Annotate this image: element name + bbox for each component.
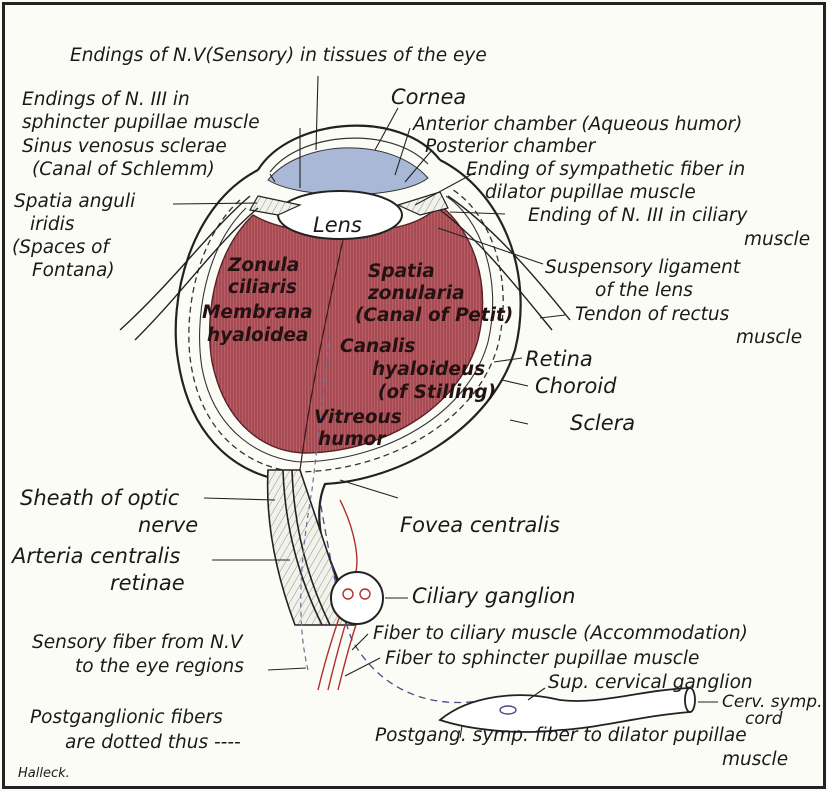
- label-vitreous-line1: Vitreous: [314, 408, 402, 428]
- label-canalis-line2: hyaloideus: [372, 360, 485, 380]
- label-fiber-ciliary: Fiber to ciliary muscle (Accommodation): [373, 624, 748, 644]
- label-anterior-chamber: Anterior chamber (Aqueous humor): [413, 115, 742, 135]
- label-canalis-line3: (of Stilling): [378, 383, 496, 403]
- label-sinus-line2: (Canal of Schlemm): [32, 160, 215, 180]
- label-sclera: Sclera: [570, 412, 635, 435]
- label-spatia-line4: Fontana): [32, 261, 115, 281]
- label-sup-cervical: Sup. cervical ganglion: [548, 673, 753, 693]
- label-suspensory-line1: Suspensory ligament: [545, 258, 740, 278]
- label-postgang-line1: Postgang. symp. fiber to dilator pupilla…: [375, 726, 747, 746]
- label-fiber-sphincter: Fiber to sphincter pupillae muscle: [385, 649, 699, 669]
- label-tendon-line1: Tendon of rectus: [575, 305, 729, 325]
- label-ciliary-ganglion: Ciliary ganglion: [412, 585, 575, 608]
- label-lens: Lens: [313, 214, 362, 237]
- label-sheath-line1: Sheath of optic: [20, 487, 179, 510]
- label-sympathetic-line1: Ending of sympathetic fiber in: [466, 160, 745, 180]
- label-sensory-line2: to the eye regions: [75, 657, 244, 677]
- label-choroid: Choroid: [535, 375, 616, 398]
- label-postgang-note-line1: Postganglionic fibers: [30, 708, 223, 728]
- label-arteria-line1: Arteria centralis: [12, 545, 180, 568]
- label-ciliary-ending-line1: Ending of N. III in ciliary: [528, 206, 747, 226]
- label-sensory-line1: Sensory fiber from N.V: [32, 633, 243, 653]
- artist-signature: Halleck.: [18, 764, 70, 784]
- label-suspensory-line2: of the lens: [595, 281, 693, 301]
- label-zonula-line2: ciliaris: [228, 278, 297, 298]
- label-zonula-line1: Zonula: [228, 256, 299, 276]
- label-endings-n3-line2: sphincter pupillae muscle: [22, 113, 260, 133]
- label-vitreous-line2: humor: [318, 430, 385, 450]
- label-membrana-line2: hyaloidea: [207, 326, 308, 346]
- label-canalis-line1: Canalis: [340, 337, 415, 357]
- label-spatia-zonularia-line2: zonularia: [368, 284, 465, 304]
- label-sympathetic-line2: dilator pupillae muscle: [485, 183, 696, 203]
- label-spatia-line1: Spatia anguli: [14, 192, 135, 212]
- label-spatia-line2: iridis: [30, 215, 74, 235]
- label-tendon-line2: muscle: [736, 328, 802, 348]
- label-retina: Retina: [525, 348, 593, 371]
- label-endings-n3-line1: Endings of N. III in: [22, 90, 190, 110]
- label-cerv-line2: cord: [745, 710, 783, 728]
- label-sheath-line2: nerve: [138, 514, 198, 537]
- label-membrana-line1: Membrana: [202, 303, 313, 323]
- label-cornea: Cornea: [391, 86, 466, 109]
- label-sinus-line1: Sinus venosus sclerae: [22, 137, 227, 157]
- label-postgang-line2: muscle: [722, 750, 788, 770]
- ciliary-ganglion-circle: [331, 572, 383, 624]
- label-spatia-zonularia-line1: Spatia: [368, 262, 435, 282]
- label-spatia-line3: (Spaces of: [12, 238, 109, 258]
- label-posterior-chamber: Posterior chamber: [425, 137, 595, 157]
- label-spatia-zonularia-line3: (Canal of Petit): [355, 306, 513, 326]
- top-title: Endings of N.V(Sensory) in tissues of th…: [70, 46, 487, 66]
- anterior-chamber-fill: [268, 148, 428, 195]
- label-ciliary-ending-line2: muscle: [744, 230, 810, 250]
- label-arteria-line2: retinae: [110, 572, 185, 595]
- label-fovea: Fovea centralis: [400, 514, 560, 537]
- label-postgang-note-line2: are dotted thus ----: [65, 733, 241, 753]
